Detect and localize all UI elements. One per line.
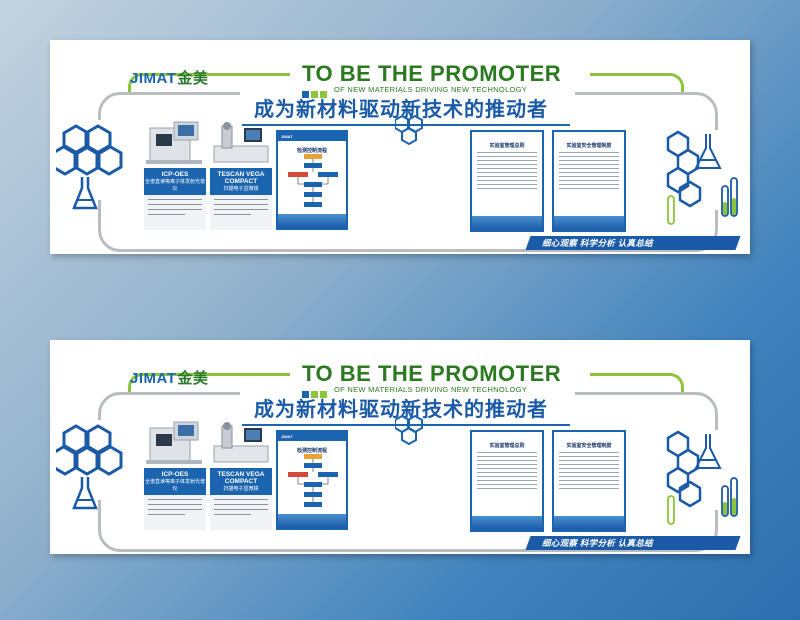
subheadline: OF NEW MATERIALS DRIVING NEW TECHNOLOGY — [334, 85, 528, 94]
slogan-text: 细心观察 科学分析 认真总结 — [542, 238, 653, 248]
equipment-desc: 扫描电子显微镜 — [223, 486, 259, 492]
poster-title: 实验室安全管理制度 — [566, 143, 612, 149]
poster-lab-rules: 实验室管理总则 — [470, 430, 544, 532]
equipment-desc: 扫描电子显微镜 — [223, 186, 259, 192]
icp-oes-instrument-image — [146, 421, 202, 464]
poster-lab-rules: 实验室管理总则 — [470, 130, 544, 232]
molecule-hexagon-icon — [56, 124, 123, 210]
poster-flowchart: JIMAT 检测控制流程 — [276, 430, 348, 530]
poster-title: 检测控制流程 — [296, 148, 327, 154]
title-underline — [242, 124, 570, 126]
flask-hexagon-icon — [666, 130, 738, 225]
poster-header-logo: JIMAT — [278, 132, 346, 141]
subheadline: OF NEW MATERIALS DRIVING NEW TECHNOLOGY — [334, 385, 528, 394]
flowchart-diagram — [288, 154, 338, 207]
equipment-name: ICP-OES — [161, 471, 189, 478]
color-squares — [302, 385, 329, 403]
icp-oes-instrument-image — [146, 121, 202, 164]
poster-header-logo: JIMAT — [278, 432, 346, 441]
hexagon-icon-small — [395, 414, 423, 446]
flask-hexagon-icon — [666, 430, 738, 525]
title-underline — [242, 424, 570, 426]
poster-title: 实验室安全管理制度 — [566, 443, 612, 449]
color-squares — [302, 85, 329, 103]
poster-flowchart: JIMAT 检测控制流程 — [276, 130, 348, 230]
flowchart-diagram — [288, 454, 338, 507]
brand-logo: JIMAT金美 — [130, 370, 209, 387]
molecule-hexagon-icon — [56, 424, 123, 510]
poster-title: 实验室管理总则 — [489, 443, 525, 449]
poster-lab-safety: 实验室安全管理制度 — [552, 130, 626, 232]
hexagon-icon-small — [395, 114, 423, 146]
equipment-desc: 全谱直读等离子体发射光谱仪 — [145, 179, 206, 192]
poster-title: 检测控制流程 — [296, 448, 327, 454]
display-board-bottom: JIMAT金美 TO BE THE PROMOTER OF NEW MATERI… — [50, 340, 750, 554]
poster-title: 实验室管理总则 — [489, 143, 525, 149]
display-board-top: JIMAT金美 TO BE THE PROMOTER OF NEW MATERI… — [50, 40, 750, 254]
sem-instrument-image — [213, 422, 269, 463]
equipment-name: TESCAN VEGA COMPACT — [217, 471, 265, 485]
chinese-title: 成为新材料驱动新技术的推动者 — [254, 399, 548, 421]
equipment-desc: 全谱直读等离子体发射光谱仪 — [145, 479, 206, 492]
brand-logo: JIMAT金美 — [130, 70, 209, 87]
chinese-title: 成为新材料驱动新技术的推动者 — [254, 99, 548, 121]
headline: TO BE THE PROMOTER — [302, 361, 562, 386]
equipment-name: ICP-OES — [161, 171, 189, 178]
headline: TO BE THE PROMOTER — [302, 61, 562, 86]
sem-instrument-image — [213, 122, 269, 163]
left-gap — [90, 120, 118, 200]
poster-lab-safety: 实验室安全管理制度 — [552, 430, 626, 532]
slogan-text: 细心观察 科学分析 认真总结 — [542, 538, 653, 548]
left-gap — [90, 420, 118, 500]
equipment-name: TESCAN VEGA COMPACT — [217, 171, 265, 185]
